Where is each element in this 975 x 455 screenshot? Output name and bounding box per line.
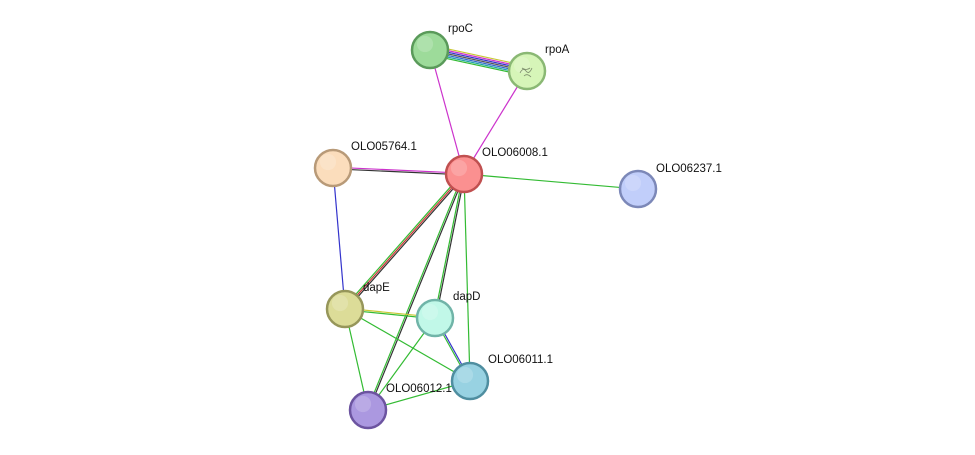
edge-dape-olo06011-1[interactable]: [344, 308, 471, 382]
node-olo06012-1[interactable]: [348, 390, 388, 430]
node-rpoc[interactable]: [410, 30, 450, 70]
node-circle[interactable]: [410, 30, 450, 70]
node-label-dapd: dapD: [453, 291, 481, 303]
node-label-olo05764-1: OLO05764.1: [351, 141, 417, 153]
node-label-dape: dapE: [363, 282, 390, 294]
edge-line: [332, 168, 464, 176]
node-highlight: [416, 35, 434, 53]
edge-olo05764-1-dape[interactable]: [332, 167, 346, 310]
node-circle[interactable]: [325, 289, 365, 329]
edge-line: [368, 174, 466, 411]
node-circle[interactable]: [450, 361, 490, 401]
edge-olo06008-1-dapd[interactable]: [433, 173, 466, 319]
node-highlight: [421, 303, 439, 321]
edge-line: [344, 308, 471, 382]
edge-line: [463, 173, 639, 190]
edge-line: [435, 174, 466, 319]
edge-olo06008-1-olo06012-1[interactable]: [366, 173, 466, 411]
node-olo06011-1[interactable]: [450, 361, 490, 401]
node-olo05764-1[interactable]: [313, 148, 353, 188]
edge-line: [332, 167, 346, 310]
node-highlight: [456, 366, 474, 384]
edge-rpoa-olo06008-1[interactable]: [463, 70, 528, 175]
edge-line: [463, 70, 528, 175]
node-highlight: [513, 56, 531, 74]
node-olo06008-1[interactable]: [444, 154, 484, 194]
node-highlight: [319, 153, 337, 171]
edge-line: [343, 172, 464, 309]
node-label-olo06008-1: OLO06008.1: [482, 147, 548, 159]
edge-line: [344, 173, 465, 310]
edge-line: [333, 166, 465, 174]
node-label-olo06011-1: OLO06011.1: [488, 354, 553, 366]
edge-olo05764-1-olo06008-1[interactable]: [332, 166, 465, 176]
protein-structure-icon: [519, 67, 533, 78]
node-highlight: [624, 174, 642, 192]
node-label-rpoc: rpoC: [448, 23, 473, 35]
edges-layer: [332, 44, 639, 411]
node-label-rpoa: rpoA: [545, 44, 570, 56]
node-highlight: [354, 395, 372, 413]
edge-olo06008-1-olo06237-1[interactable]: [463, 173, 639, 190]
nodes-layer: [313, 30, 658, 430]
node-circle[interactable]: [348, 390, 388, 430]
edge-line: [433, 173, 464, 318]
node-olo06237-1[interactable]: [618, 169, 658, 209]
node-label-olo06012-1: OLO06012.1: [386, 383, 452, 395]
edge-line: [429, 49, 465, 175]
edge-line: [463, 173, 471, 382]
edge-line: [366, 173, 464, 410]
node-circle[interactable]: [618, 169, 658, 209]
node-dapd[interactable]: [415, 298, 455, 338]
node-circle[interactable]: [507, 51, 547, 91]
node-circle[interactable]: [444, 154, 484, 194]
edge-rpoc-olo06008-1[interactable]: [429, 49, 465, 175]
edge-olo06008-1-olo06011-1[interactable]: [463, 173, 471, 382]
node-label-olo06237-1: OLO06237.1: [656, 163, 722, 175]
edge-line: [345, 174, 466, 311]
node-highlight: [450, 159, 468, 177]
node-highlight: [331, 294, 349, 312]
node-circle[interactable]: [313, 148, 353, 188]
edge-olo06008-1-dape[interactable]: [343, 172, 466, 311]
node-dape[interactable]: [325, 289, 365, 329]
node-circle[interactable]: [415, 298, 455, 338]
node-rpoa[interactable]: [507, 51, 547, 91]
